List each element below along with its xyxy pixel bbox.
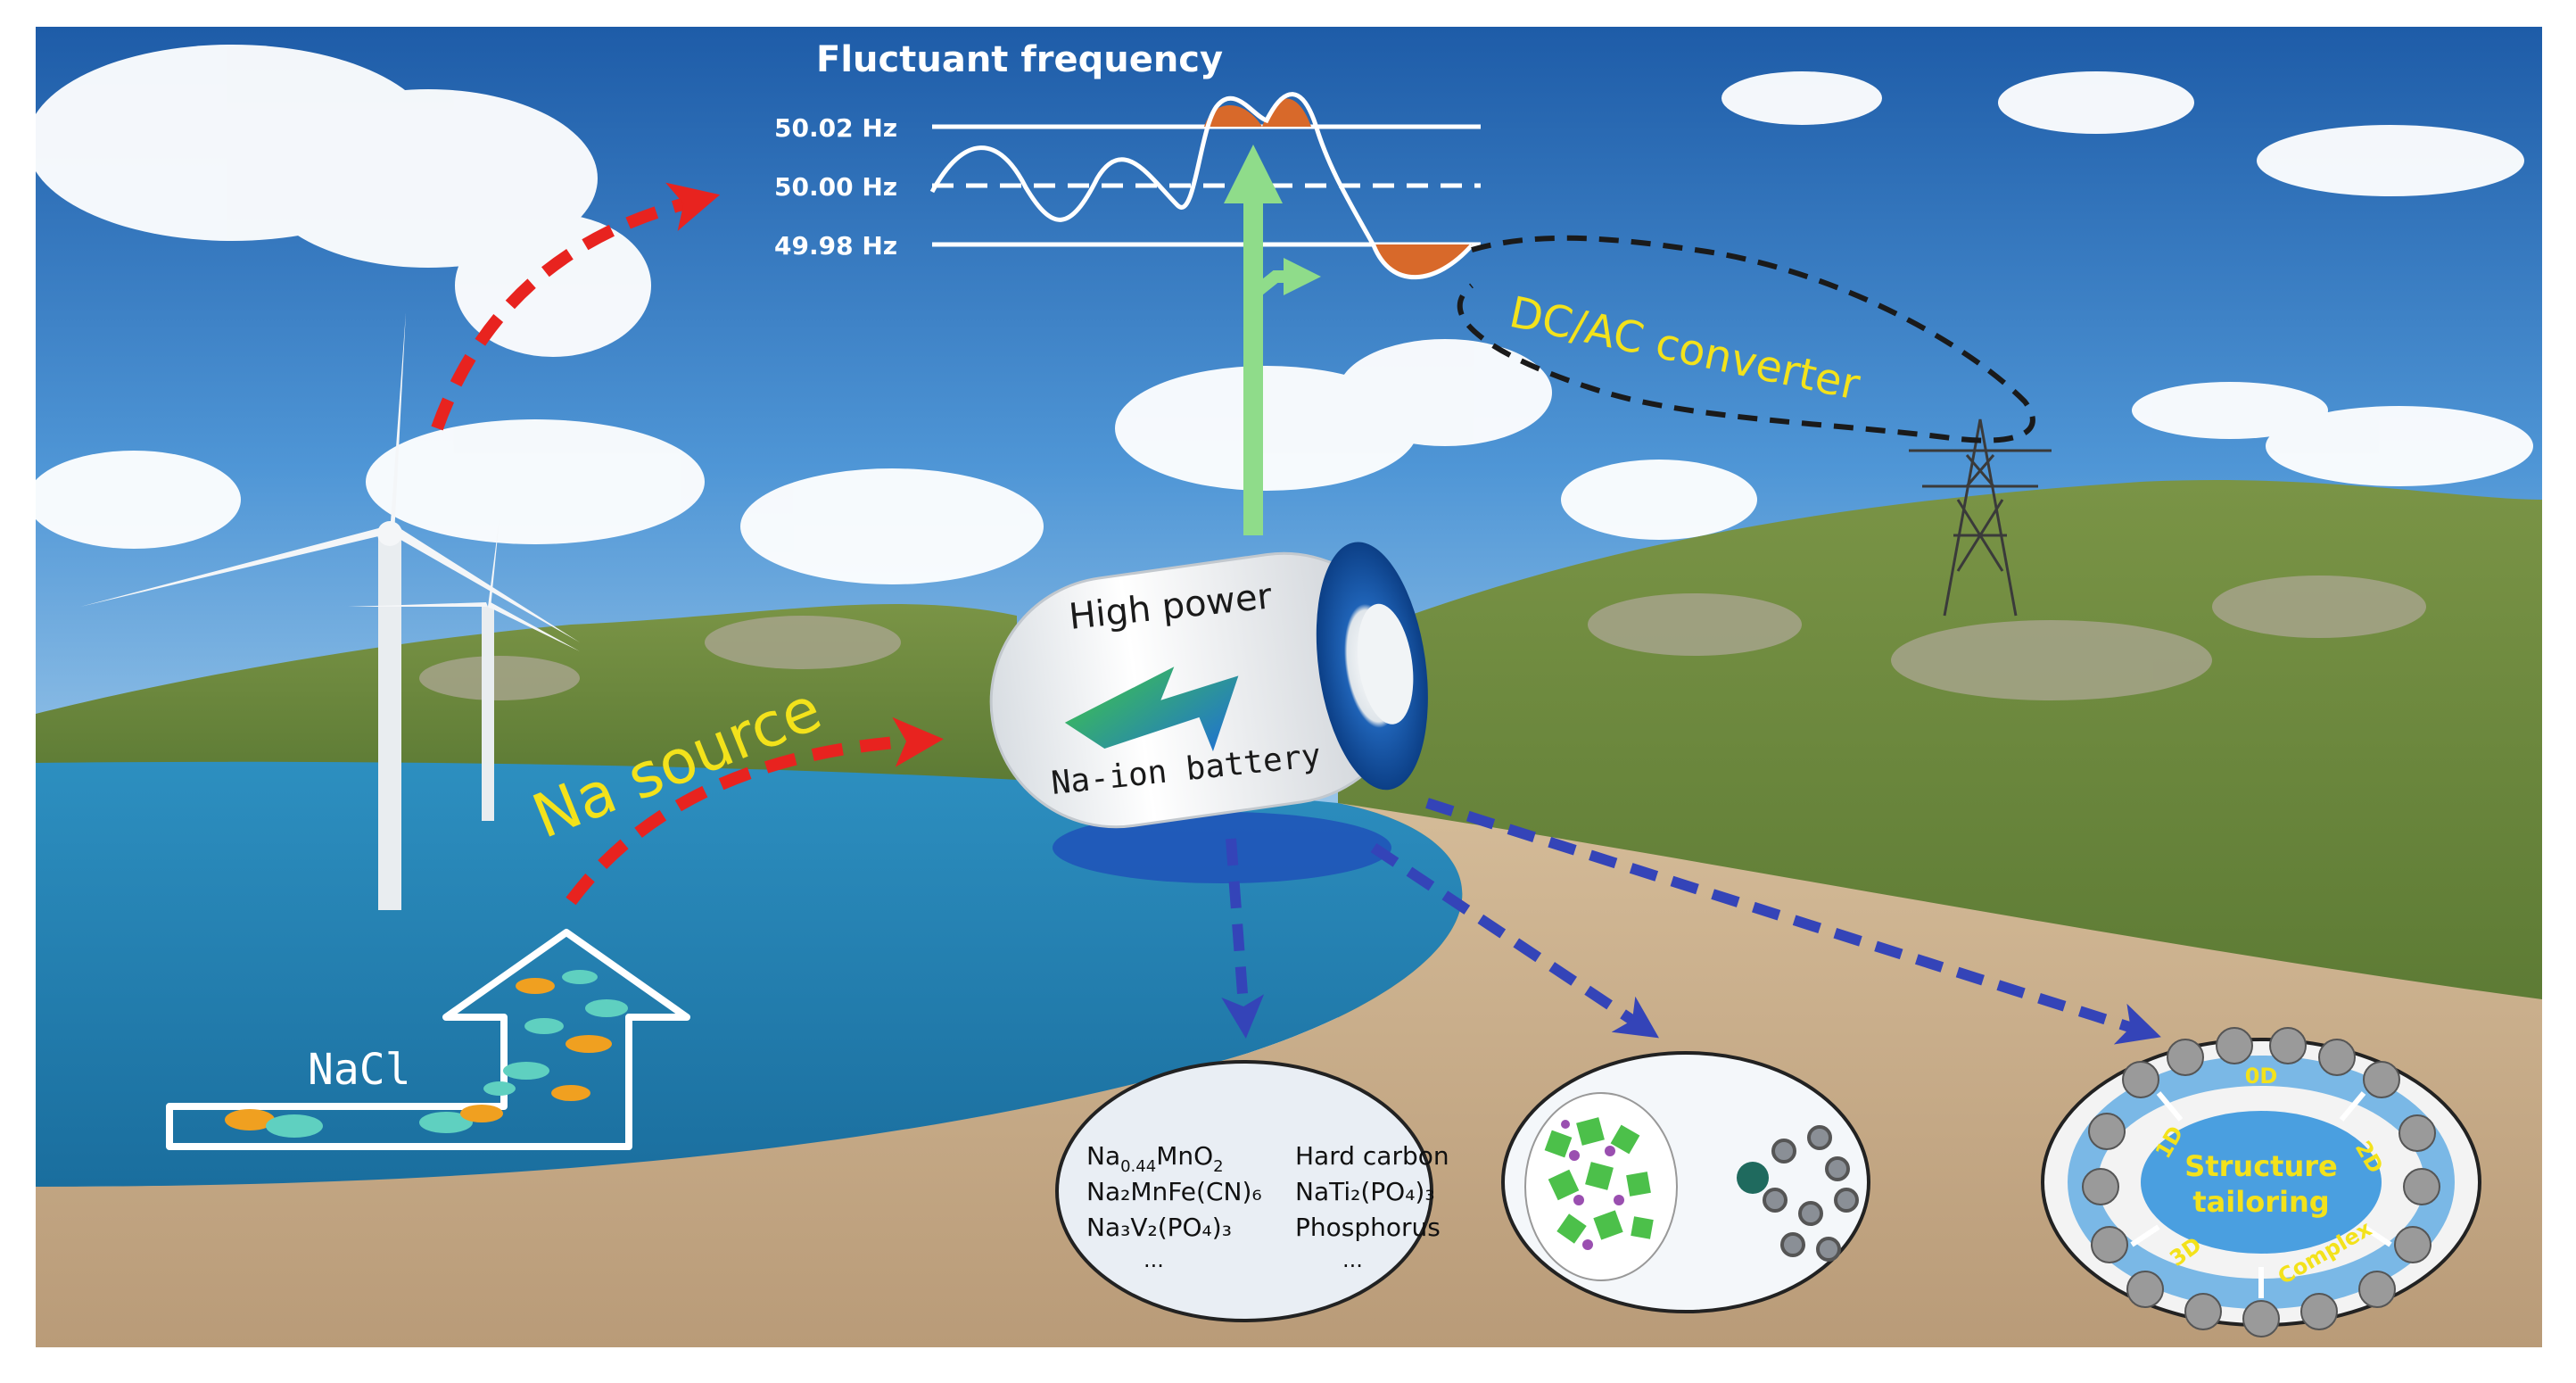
cathode-2: Na₂MnFe(CN)₆	[1086, 1177, 1262, 1206]
red-arrow-to-battery	[566, 716, 944, 906]
trough-fill	[1374, 244, 1472, 277]
anode-2: NaTi₂(PO₄)₃	[1295, 1177, 1435, 1206]
crystal-structure-circle	[1501, 1051, 1870, 1313]
upper-limit-label: 50.02 Hz	[774, 113, 897, 143]
ring-dividers	[2130, 1091, 2392, 1298]
structure-circle	[2041, 1027, 2481, 1337]
blue-arrow-crystal	[1370, 843, 1659, 1039]
cathode-1: Na0.44MnO2	[1086, 1141, 1224, 1176]
lower-limit-label: 49.98 Hz	[774, 231, 897, 261]
blue-arrow-structure	[1425, 798, 2161, 1045]
frequency-title: Fluctuant frequency	[816, 39, 1223, 80]
lightning-bolt-icon	[1064, 667, 1239, 752]
salt-particles	[225, 970, 628, 1138]
chain-structure-icon	[1763, 1125, 1859, 1262]
peak-fill-1	[1204, 105, 1262, 127]
materials-circle	[1055, 1060, 1433, 1322]
purple-atoms	[1561, 1120, 1624, 1250]
nacl-label: NaCl	[308, 1045, 411, 1095]
blue-arrow-materials	[1221, 838, 1265, 1039]
red-arrow-to-frequency	[431, 182, 721, 431]
battery-icon	[989, 542, 1428, 829]
cathode-3: Na₃V₂(PO₄)₃	[1086, 1213, 1232, 1242]
anode-more: ...	[1342, 1247, 1363, 1272]
cathode-more: ...	[1144, 1247, 1164, 1272]
nacl-arrow	[166, 929, 690, 1150]
morphology-thumbnails	[2082, 1027, 2440, 1337]
wind-turbine-icon	[80, 312, 580, 910]
anode-1: Hard carbon	[1295, 1141, 1449, 1171]
sodium-ion-icon	[1737, 1162, 1769, 1194]
nominal-label: 50.00 Hz	[774, 172, 897, 202]
structure-center-line2: tailoring	[2192, 1185, 2329, 1219]
green-arrow-branch	[1249, 258, 1321, 300]
clouds	[27, 45, 2533, 584]
structure-center-line1: Structure	[2184, 1149, 2337, 1183]
frequency-wave	[929, 92, 1474, 280]
power-pylon-icon	[1909, 418, 2052, 617]
battery-reflection	[1053, 812, 1391, 883]
rock-patches	[419, 576, 2426, 700]
wind-turbine-small-icon	[348, 518, 580, 821]
anode-3: Phosphorus	[1295, 1213, 1441, 1242]
green-polyhedra	[1544, 1117, 1654, 1244]
frequency-chart	[929, 92, 1481, 280]
segment-0d: 0D	[2245, 1064, 2278, 1089]
